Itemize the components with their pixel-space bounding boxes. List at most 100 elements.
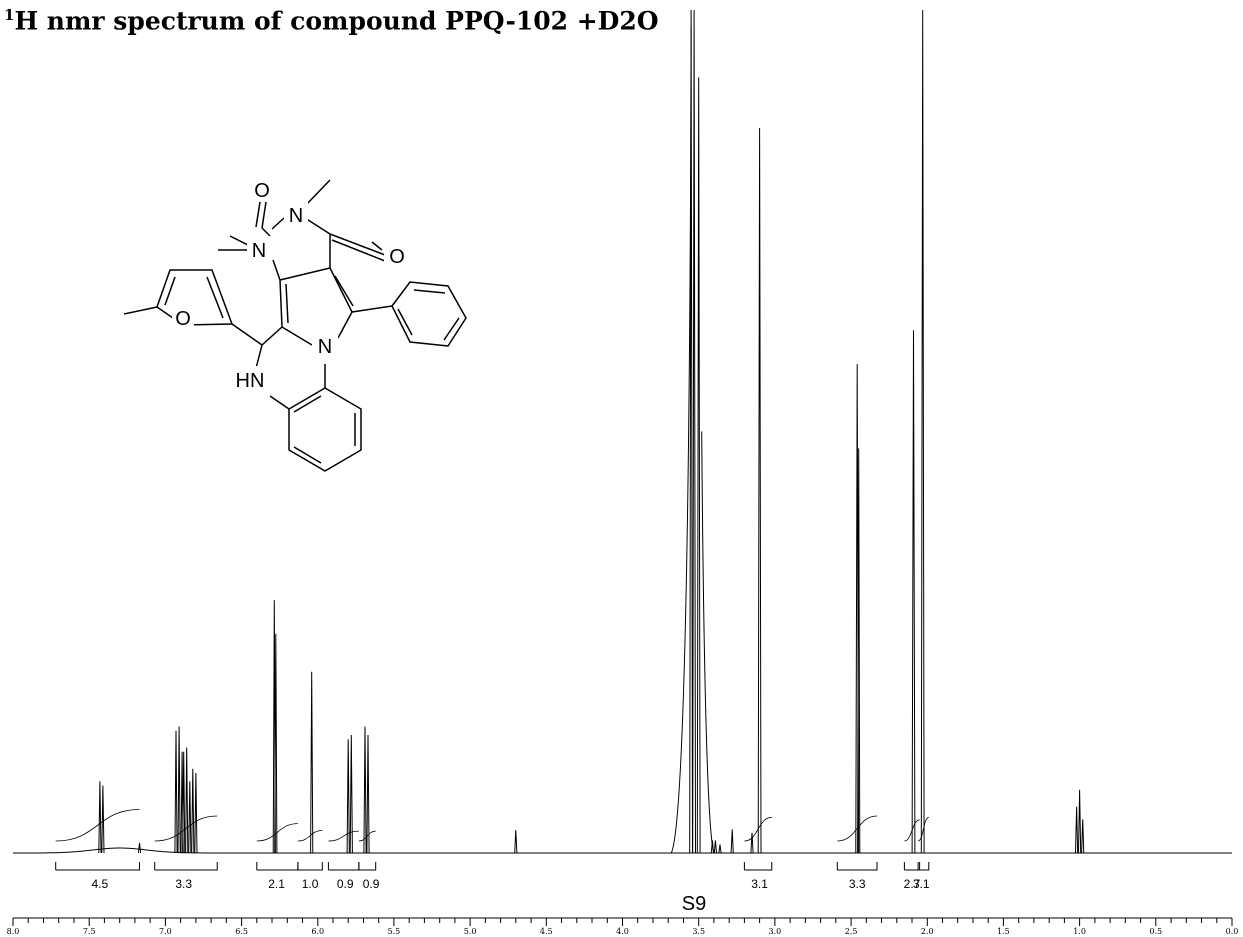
x-tick-label: 2.5 — [845, 927, 858, 936]
bond — [271, 217, 285, 230]
atom-n-mid: N — [318, 336, 332, 358]
bond — [281, 326, 313, 346]
phenyl-ring — [391, 281, 467, 347]
title-superscript: 1 — [4, 6, 15, 24]
bond — [371, 241, 383, 251]
spectrum-peak — [730, 829, 734, 854]
x-tick-label: 0.5 — [1149, 927, 1162, 936]
phenyl-double-bond — [443, 317, 460, 341]
spectrum-peak — [366, 734, 370, 854]
atom-mask — [228, 366, 272, 392]
bond — [331, 239, 386, 262]
integral-label: 0.9 — [337, 877, 354, 891]
x-tick-label: 4.0 — [616, 927, 629, 936]
x-tick-label: 3.0 — [769, 927, 782, 936]
atom-o-furan: O — [175, 308, 191, 330]
spectrum-peak — [182, 751, 186, 854]
x-tick-label: 7.5 — [83, 927, 96, 936]
integral-bracket — [297, 862, 323, 871]
integral-label: 3.3 — [849, 877, 866, 891]
integral-bracket — [154, 862, 218, 871]
benzo-double-bond — [293, 395, 322, 413]
integral-bracket — [917, 862, 930, 871]
integral-curve — [917, 816, 929, 842]
x-tick-label: 1.0 — [1073, 927, 1086, 936]
spectrum-peak — [1078, 789, 1082, 854]
bond — [334, 275, 354, 307]
bond — [329, 233, 386, 256]
atom-mask — [172, 305, 194, 329]
spectrum-peak — [689, 9, 693, 854]
bond — [337, 311, 353, 339]
atom-mask — [312, 332, 338, 358]
spectrum-peak — [177, 726, 181, 854]
spectrum-peak — [191, 768, 195, 854]
x-tick-label: 6.0 — [311, 927, 324, 936]
chemical-structure — [123, 177, 467, 472]
spectrum-peak — [750, 832, 754, 854]
spectrum-peak — [514, 830, 518, 854]
methyl-bond — [123, 306, 158, 315]
atom-mask — [248, 177, 276, 201]
page-label: S9 — [682, 893, 706, 915]
integral-bracket — [903, 862, 921, 871]
title-main: H nmr spectrum of compound PPQ-102 +D2O — [14, 6, 659, 36]
integral-label: 3.3 — [175, 877, 192, 891]
benzo-ring — [288, 387, 362, 472]
atom-n-top: N — [289, 205, 303, 227]
integral-label: 2.7 — [904, 877, 921, 891]
spectrum-peak — [194, 772, 198, 854]
spectrum-peak — [911, 330, 916, 854]
spectrum-peak — [174, 730, 178, 854]
bond — [285, 283, 289, 324]
integral-curve — [297, 830, 323, 842]
spectrum-peak — [718, 844, 722, 854]
spectrum-peak — [1075, 806, 1079, 854]
x-tick-label: 6.5 — [235, 927, 248, 936]
integral-curve — [55, 809, 140, 842]
x-tick-label: 4.5 — [540, 927, 553, 936]
bond — [279, 279, 283, 328]
integral-bracket — [743, 862, 773, 871]
x-tick-label: 2.0 — [921, 927, 934, 936]
x-tick-label: 3.5 — [692, 927, 705, 936]
atom-n-left: N — [252, 240, 266, 262]
methyl-bond — [304, 179, 331, 207]
x-tick-label: 5.5 — [388, 927, 401, 936]
spectrum-peak — [696, 77, 701, 854]
spectrum-peak — [857, 448, 861, 854]
bond — [329, 267, 353, 313]
integral-label: 2.1 — [268, 877, 285, 891]
bond — [351, 305, 393, 313]
spectrum-peak — [346, 739, 350, 854]
spectrum-peak — [363, 726, 367, 854]
integral-label: 4.5 — [92, 877, 109, 891]
integral-curve — [328, 830, 359, 842]
solvent-peak-shoulder — [670, 26, 715, 854]
integral-curve — [904, 819, 920, 842]
integral-curve — [358, 830, 376, 842]
integral-bracket — [836, 862, 878, 871]
bond — [261, 326, 283, 346]
bond — [304, 217, 331, 235]
spectrum-peak — [98, 781, 102, 854]
phenyl-double-bond — [397, 308, 413, 336]
integral-curve — [744, 816, 772, 842]
bond — [261, 227, 271, 237]
integral-curve — [154, 815, 218, 842]
phenyl-double-bond — [413, 289, 446, 294]
x-tick-label: 1.5 — [997, 927, 1010, 936]
bond — [279, 267, 331, 281]
atom-labels: O N N O O N HN — [175, 180, 405, 392]
spectrum-peak — [920, 9, 925, 854]
integral-label: 3.1 — [751, 877, 768, 891]
benzo-double-bond — [293, 446, 322, 464]
x-tick-label: 5.0 — [464, 927, 477, 936]
spectrum-peak — [137, 842, 142, 854]
integral-bracket — [55, 862, 140, 871]
spectrum-title: 1H nmr spectrum of compound PPQ-102 +D2O — [4, 0, 659, 36]
integral-bracket — [358, 862, 377, 871]
integral-bracket — [327, 862, 360, 871]
integral-curve — [256, 823, 298, 842]
